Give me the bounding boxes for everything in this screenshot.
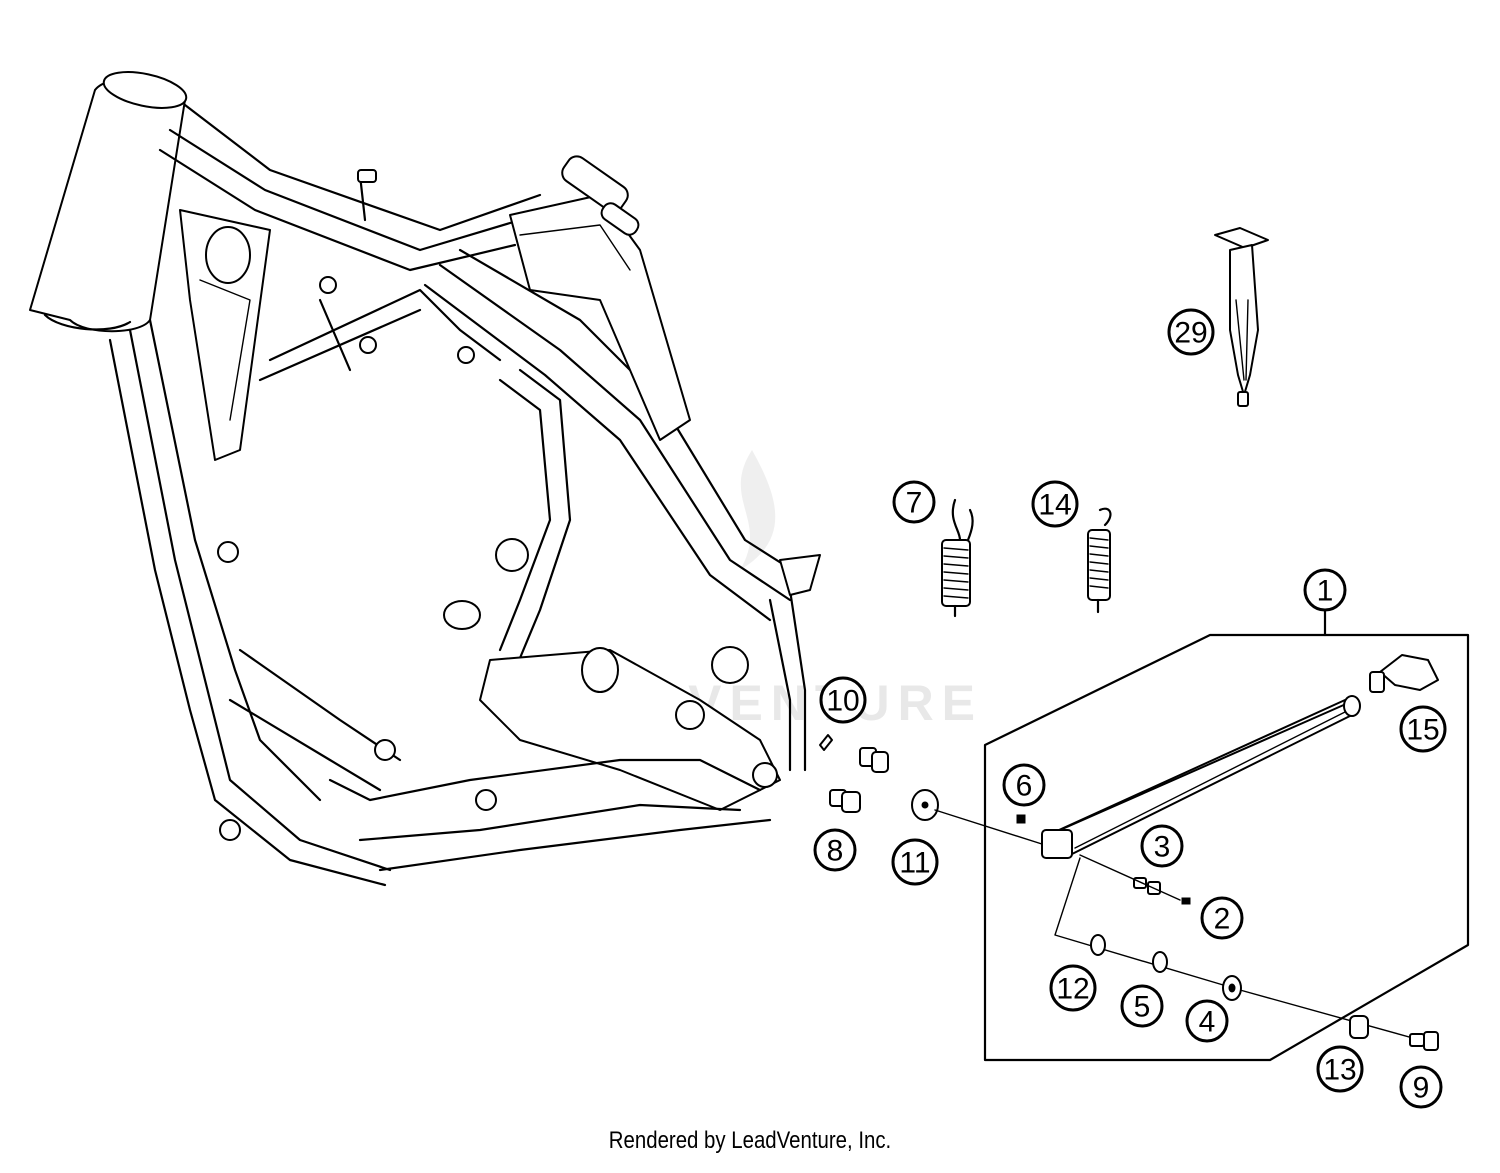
part-6-bolt xyxy=(1016,814,1026,824)
callout-2-label: 2 xyxy=(1214,903,1231,936)
part-12-washer xyxy=(1090,934,1106,956)
callout-6-label: 6 xyxy=(1016,770,1033,803)
callout-3-label: 3 xyxy=(1154,831,1171,864)
part-2-bolt xyxy=(1133,877,1191,905)
callout-7: 7 xyxy=(892,480,936,524)
callout-12-label: 12 xyxy=(1056,973,1089,1006)
callout-14: 14 xyxy=(1031,480,1079,528)
callout-4-label: 4 xyxy=(1199,1006,1216,1039)
callout-5-label: 5 xyxy=(1134,991,1151,1024)
callout-9-label: 9 xyxy=(1413,1072,1430,1105)
part-13-nut xyxy=(1349,1015,1369,1039)
callout-5: 5 xyxy=(1120,984,1164,1028)
part-8-bolt xyxy=(829,789,861,813)
leader-2 xyxy=(1079,854,1181,901)
callout-15-label: 15 xyxy=(1406,714,1439,747)
part-11-washer xyxy=(911,789,939,821)
callout-14-label: 14 xyxy=(1038,489,1071,522)
frame-assembly xyxy=(29,71,821,887)
part-14-spring xyxy=(1087,507,1112,614)
callout-7-label: 7 xyxy=(906,487,923,520)
callout-9: 9 xyxy=(1399,1065,1443,1109)
part-29-tool xyxy=(1214,227,1269,407)
callout-13-label: 13 xyxy=(1323,1054,1356,1087)
callout-29-label: 29 xyxy=(1174,317,1207,350)
callout-2: 2 xyxy=(1200,896,1244,940)
callout-6: 6 xyxy=(1002,763,1046,807)
watermark-flame-icon xyxy=(740,450,776,570)
leader-11 xyxy=(934,809,1046,846)
credit-text: Rendered by LeadVenture, Inc. xyxy=(608,1127,892,1154)
callout-11-label: 11 xyxy=(899,847,930,880)
callout-15: 15 xyxy=(1399,705,1447,753)
callout-29: 29 xyxy=(1167,308,1215,356)
part-9-bolt xyxy=(1409,1031,1439,1051)
part-10-washer xyxy=(819,734,833,751)
callout-8-label: 8 xyxy=(827,835,844,868)
part-5-washer xyxy=(1152,951,1168,973)
callout-1: 1 xyxy=(1303,568,1347,612)
callout-11: 11 xyxy=(891,838,939,886)
callout-3: 3 xyxy=(1140,824,1184,868)
part-4-nut xyxy=(1222,975,1242,1001)
callout-10-label: 10 xyxy=(826,685,859,718)
callout-13: 13 xyxy=(1316,1045,1364,1093)
part-1-kit-outline xyxy=(983,606,1470,1062)
part-7-spring xyxy=(941,498,974,618)
callout-1-label: 1 xyxy=(1317,575,1334,608)
callout-4: 4 xyxy=(1185,999,1229,1043)
callout-10: 10 xyxy=(819,676,867,724)
part-3-side-stand xyxy=(1041,695,1361,859)
part-10-bolt xyxy=(859,747,889,773)
part-15-stop xyxy=(1369,654,1439,693)
leader-lower xyxy=(1054,857,1421,1041)
callout-8: 8 xyxy=(813,828,857,872)
callout-12: 12 xyxy=(1049,964,1097,1012)
